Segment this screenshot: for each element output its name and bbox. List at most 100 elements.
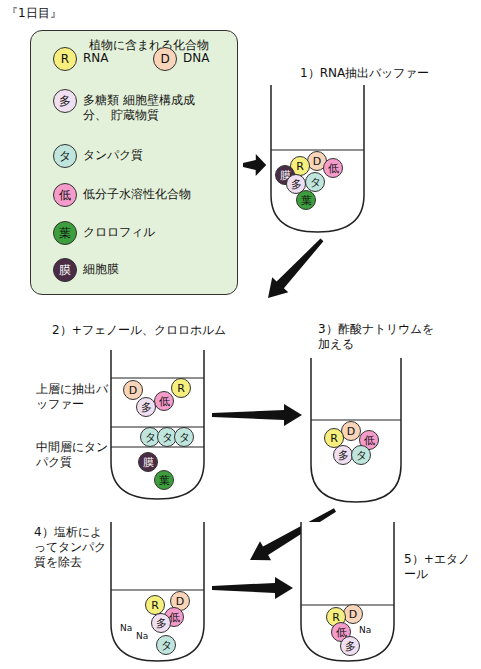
compound-circle: D — [343, 604, 363, 624]
compound-circle: R — [145, 595, 165, 615]
compound-symbol: 葉 — [301, 195, 312, 206]
process-arrow — [268, 239, 323, 298]
tube-wall — [111, 522, 204, 661]
legend-item: D DNA — [153, 47, 209, 71]
compound-circle: 多 — [333, 445, 353, 465]
compound-circle: R — [171, 378, 191, 398]
layer-note: 中間層にタンパク質 — [36, 440, 108, 470]
compound-circle: 膜 — [138, 452, 158, 472]
compound-circle: タ — [53, 144, 77, 168]
liquid-level — [111, 589, 204, 590]
compound-symbol: 葉 — [159, 475, 170, 486]
compound-circle: 低 — [323, 158, 343, 178]
ion-label: Na — [359, 624, 379, 636]
compound-symbol: 多 — [345, 641, 356, 652]
compound-symbol: D — [313, 156, 321, 167]
test-tube: 5）+エタノールDR低多 — [300, 522, 395, 662]
arrow-shape — [268, 239, 323, 298]
compound-name: タンパク質 — [83, 148, 143, 163]
compound-circle: 多 — [340, 636, 360, 656]
step-label: 4）塩析によってタンパク質を除去 — [34, 525, 106, 570]
layer-note: 上層に抽出バッファー — [36, 382, 108, 412]
compound-symbol: 膜 — [143, 457, 154, 468]
compound-circle: D — [341, 421, 361, 441]
compound-symbol: タ — [310, 177, 321, 188]
compound-circle: タ — [174, 427, 194, 447]
compound-symbol: タ — [356, 450, 367, 461]
compound-symbol: D — [129, 385, 137, 396]
compound-name: 多糖類 細胞壁構成成分、 貯蔵物質 — [83, 93, 195, 123]
arrow-shape — [212, 404, 302, 426]
compound-symbol: D — [349, 609, 357, 620]
compound-symbol: タ — [161, 640, 172, 651]
legend-panel: 植物に含まれる化合物RRNADDNA多多糖類 細胞壁構成成分、 貯蔵物質タタンパ… — [30, 30, 238, 295]
legend-item: 膜細胞膜 — [53, 258, 119, 282]
legend-item: 低低分子水溶性化合物 — [53, 183, 191, 207]
legend-item: R RNA — [53, 47, 109, 71]
compound-circle: 多 — [151, 613, 171, 633]
legend-item: 多多糖類 細胞壁構成成分、 貯蔵物質 — [53, 89, 195, 123]
compound-symbol: 低 — [364, 435, 375, 446]
step-label: 1）RNA抽出バッファー — [300, 66, 475, 81]
compound-circle: 多 — [53, 89, 77, 113]
compound-symbol: R — [151, 600, 159, 611]
compound-circle: 葉 — [154, 470, 174, 490]
compound-circle: タ — [351, 445, 371, 465]
compound-symbol: 低 — [336, 627, 347, 638]
compound-symbol: R — [177, 383, 185, 394]
compound-circle: 低 — [53, 183, 77, 207]
liquid-level — [111, 377, 204, 378]
compound-symbol: タ — [145, 432, 156, 443]
test-tube: 2）+フェノール、クロロホルムDR低多タタタ膜葉 — [110, 350, 205, 500]
compound-circle: タ — [156, 635, 176, 655]
process-arrow — [212, 577, 293, 599]
compound-symbol: R — [296, 161, 304, 172]
compound-circle: 葉 — [53, 221, 77, 245]
compound-symbol: 多 — [291, 179, 302, 190]
tube-wall — [271, 85, 364, 232]
compound-circle: 葉 — [296, 190, 316, 210]
compound-symbol: D — [176, 596, 184, 607]
compound-symbol: 多 — [156, 618, 167, 629]
compound-symbol: 多 — [338, 450, 349, 461]
compound-name: RNA — [83, 51, 109, 66]
step-label: 5）+エタノール — [404, 552, 476, 582]
compound-symbol: R — [332, 612, 340, 623]
compound-circle: 低 — [154, 391, 174, 411]
compound-name: 低分子水溶性化合物 — [83, 187, 191, 202]
tube-wall — [311, 358, 401, 502]
compound-symbol: 低 — [328, 163, 339, 174]
legend-item: 葉クロロフィル — [53, 221, 155, 245]
legend-item: タタンパク質 — [53, 144, 143, 168]
tube-wall — [301, 522, 394, 661]
test-tube: 3）酢酸ナトリウムを加えるDR低多タ — [310, 358, 402, 503]
compound-symbol: タ — [179, 432, 190, 443]
process-arrow — [212, 404, 302, 426]
compound-symbol: タ — [162, 432, 173, 443]
compound-symbol: R — [330, 433, 338, 444]
compound-circle: 多 — [136, 397, 156, 417]
compound-circle: R — [53, 47, 77, 71]
step-label: 2）+フェノール、クロロホルム — [52, 323, 257, 338]
arrow-shape — [243, 154, 266, 176]
ion-label: Na — [136, 630, 156, 642]
day-title: 『1日目』 — [6, 6, 106, 21]
compound-name: DNA — [183, 51, 209, 66]
liquid-level — [111, 426, 204, 427]
compound-symbol: 多 — [141, 402, 152, 413]
test-tube: 1）RNA抽出バッファーDR低膜タ多葉 — [270, 85, 365, 233]
compound-symbol: D — [347, 426, 355, 437]
compound-name: 細胞膜 — [83, 262, 119, 277]
compound-circle: 膜 — [53, 258, 77, 282]
compound-circle: タ — [305, 172, 325, 192]
process-arrow — [243, 154, 266, 176]
step-label: 3）酢酸ナトリウムを加える — [318, 322, 436, 352]
test-tube: 4）塩析によってタンパク質を除去DR低多タ — [110, 522, 205, 662]
compound-circle: D — [123, 380, 143, 400]
liquid-level — [311, 419, 401, 420]
tube-wall — [111, 350, 204, 499]
compound-symbol: 低 — [159, 396, 170, 407]
compound-circle: D — [153, 47, 177, 71]
liquid-level — [111, 446, 204, 447]
